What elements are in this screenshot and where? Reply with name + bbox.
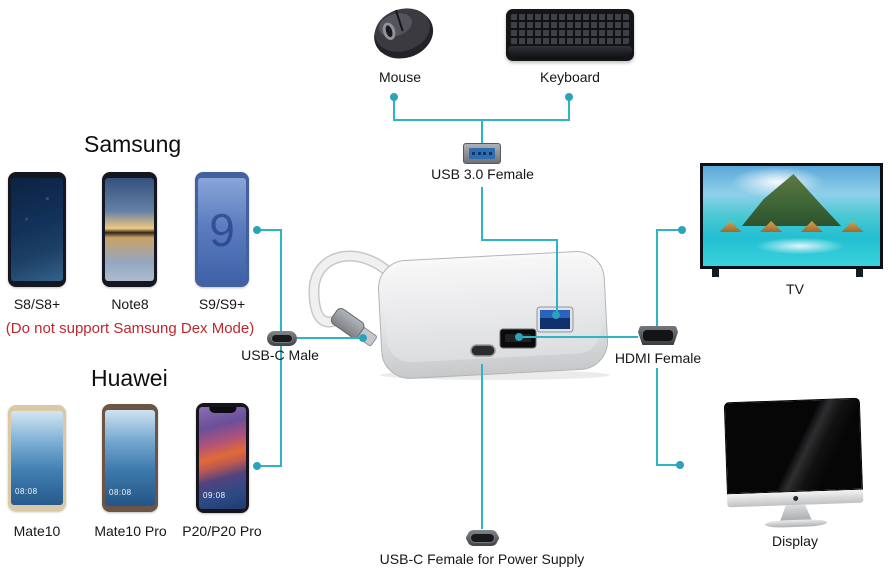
samsung-heading: Samsung	[84, 131, 182, 157]
phone-s8-image	[8, 172, 66, 287]
keyboard-palmrest	[508, 46, 632, 59]
tv-scene-huts	[710, 218, 873, 232]
usb-3-female-icon	[463, 143, 501, 164]
tv-foot-right	[856, 269, 863, 277]
s9-screen-digit: 9	[209, 203, 235, 256]
phone-note8-label: Note8	[111, 296, 149, 312]
mate10pro-clock: 08:08	[109, 488, 132, 497]
phone-s8-label: S8/S8+	[13, 296, 61, 312]
p20-clock: 09:08	[203, 491, 226, 500]
keyboard-keys	[511, 14, 629, 44]
phone-mate10pro-label: Mate10 Pro	[94, 523, 167, 539]
phone-mate10-label: Mate10	[13, 523, 61, 539]
phone-s9-image: 9	[195, 172, 249, 287]
tv-foot-left	[712, 269, 719, 277]
mouse-label: Mouse	[378, 69, 422, 85]
keyboard-label: Keyboard	[540, 69, 600, 85]
tv-image	[700, 163, 883, 269]
mate10-clock: 08:08	[15, 487, 38, 496]
usb3-female-label: USB 3.0 Female	[431, 166, 534, 182]
display-label: Display	[772, 533, 818, 549]
phone-p20-label: P20/P20 Pro	[182, 523, 262, 539]
phone-note8-image	[102, 172, 157, 287]
usbc-male-label: USB-C Male	[241, 347, 319, 363]
mouse-image	[363, 0, 443, 69]
phone-p20-image: 09:08	[196, 403, 249, 513]
huawei-heading: Huawei	[91, 365, 168, 391]
usb-c-female-icon	[466, 530, 499, 546]
usb-c-male-icon	[267, 331, 297, 346]
phone-mate10pro-image: 08:08	[102, 404, 158, 512]
usbc-power-label: USB-C Female for Power Supply	[379, 551, 585, 567]
keyboard-image	[506, 9, 634, 61]
tv-label: TV	[786, 281, 804, 297]
phone-mate10-image: 08:08	[8, 405, 66, 511]
usb-3-female-slot	[469, 148, 495, 159]
hdmi-female-label: HDMI Female	[614, 350, 702, 366]
p20-notch	[208, 407, 237, 413]
dex-mode-warning: (Do not support Samsung Dex Mode)	[5, 320, 255, 337]
phone-s9-label: S9/S9+	[198, 296, 246, 312]
hdmi-female-icon	[638, 326, 678, 345]
usb-c-hub-image	[300, 240, 610, 385]
